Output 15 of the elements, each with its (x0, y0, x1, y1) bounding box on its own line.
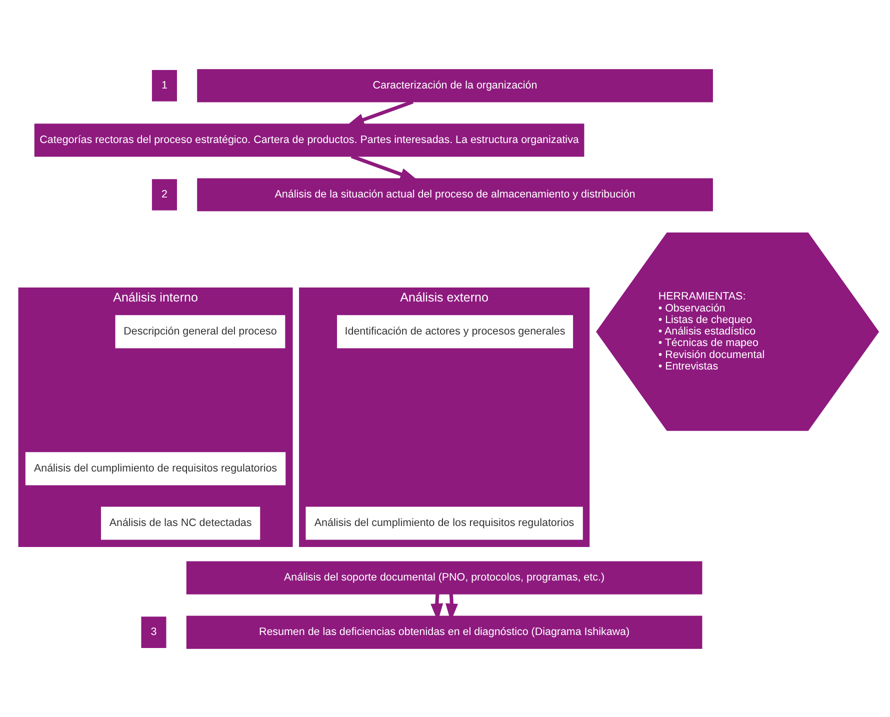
node-box: 3 (140, 615, 168, 648)
node-box: 2 (151, 178, 178, 211)
node-box: Análisis de las NC detectadas (100, 506, 260, 540)
arrow (350, 154, 418, 180)
node-box: Análisis del soporte documental (PNO, protocolos, programas, etc.) (186, 560, 702, 594)
node-box: Categorías rectoras del proceso estratégico. Cartera de productos. Partes interesadas. La estructura organizativa (34, 123, 584, 156)
node-box: Descripción general del proceso (115, 314, 286, 348)
arrow (346, 100, 414, 126)
node-box: Análisis de la situación actual del proceso de almacenamiento y distribución (197, 178, 713, 211)
node-box: 1 (151, 68, 178, 102)
node-box: Análisis del cumplimiento de requisitos regulatorios (25, 452, 286, 485)
node-box: Identificación de actores y procesos generales (337, 314, 574, 348)
node-box: Análisis del cumplimiento de los requisitos regulatorios (306, 506, 583, 540)
node-box: Caracterización de la organización (197, 68, 713, 102)
node-box: Resumen de las deficiencias obtenidas en el diagnóstico (Diagrama Ishikawa) (186, 615, 702, 648)
